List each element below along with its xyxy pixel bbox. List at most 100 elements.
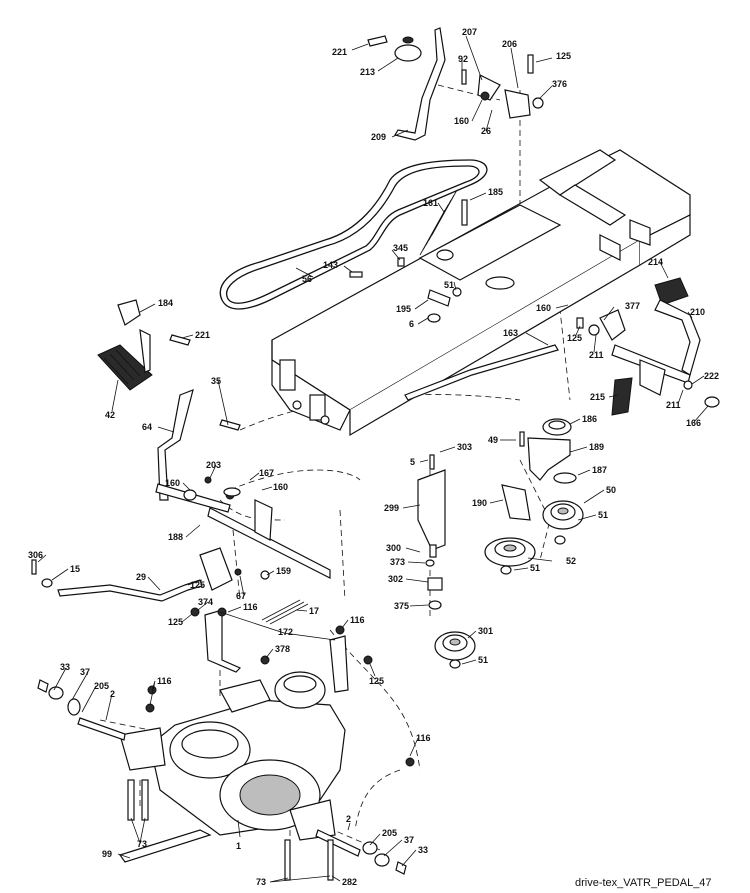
shift-lever-assembly xyxy=(367,27,544,141)
transaxle xyxy=(37,671,415,881)
label-222: 222 xyxy=(704,371,719,381)
label-17: 17 xyxy=(309,606,319,616)
label-376: 376 xyxy=(552,79,567,89)
label-125: 125 xyxy=(556,51,571,61)
label-374: 374 xyxy=(198,597,213,607)
label-52: 52 xyxy=(566,556,576,566)
label-184: 184 xyxy=(158,298,173,308)
label-99: 99 xyxy=(102,849,112,859)
label-211: 211 xyxy=(666,400,681,410)
label-125: 125 xyxy=(369,676,384,686)
label-33: 33 xyxy=(418,845,428,855)
label-15: 15 xyxy=(70,564,80,574)
tension-spring xyxy=(349,189,468,323)
label-190: 190 xyxy=(472,498,487,508)
label-143: 143 xyxy=(323,260,338,270)
label-375: 375 xyxy=(394,601,409,611)
label-206: 206 xyxy=(502,39,517,49)
label-26: 26 xyxy=(481,126,491,136)
label-51: 51 xyxy=(478,655,488,665)
left-pedal-assembly xyxy=(97,299,331,579)
label-205: 205 xyxy=(94,681,109,691)
label-125: 125 xyxy=(567,333,582,343)
label-213: 213 xyxy=(360,67,375,77)
label-51: 51 xyxy=(598,510,608,520)
label-42: 42 xyxy=(105,410,115,420)
label-207: 207 xyxy=(462,27,477,37)
label-33: 33 xyxy=(60,662,70,672)
label-35: 35 xyxy=(211,376,221,386)
label-187: 187 xyxy=(592,465,607,475)
label-345: 345 xyxy=(393,243,408,253)
label-37: 37 xyxy=(404,835,414,845)
chassis-frame xyxy=(271,149,691,437)
label-282: 282 xyxy=(342,877,357,887)
label-377: 377 xyxy=(625,301,640,311)
label-116: 116 xyxy=(416,733,431,743)
label-6: 6 xyxy=(409,319,414,329)
pulley-assembly xyxy=(417,418,584,669)
label-210: 210 xyxy=(690,307,705,317)
label-50: 50 xyxy=(606,485,616,495)
part-labels: 221 213 207 206 125 92 376 160 26 209 18… xyxy=(28,27,719,887)
label-116: 116 xyxy=(157,676,172,686)
label-2: 2 xyxy=(110,689,115,699)
label-300: 300 xyxy=(386,543,401,553)
label-159: 159 xyxy=(276,566,291,576)
label-116: 116 xyxy=(350,615,365,625)
label-373: 373 xyxy=(390,557,405,567)
label-73: 73 xyxy=(137,839,147,849)
label-211: 211 xyxy=(589,350,604,360)
label-29: 29 xyxy=(136,572,146,582)
label-186: 186 xyxy=(582,414,597,424)
label-189: 189 xyxy=(589,442,604,452)
label-125: 125 xyxy=(168,617,183,627)
label-215: 215 xyxy=(590,392,605,402)
label-51: 51 xyxy=(530,563,540,573)
label-209: 209 xyxy=(371,132,386,142)
label-221: 221 xyxy=(195,330,210,340)
control-rod xyxy=(404,344,559,401)
label-299: 299 xyxy=(384,503,399,513)
drive-belt xyxy=(219,159,488,310)
linkage-rod-29 xyxy=(31,547,309,625)
right-pedal-assembly xyxy=(576,277,720,416)
label-5: 5 xyxy=(410,457,415,467)
label-378: 378 xyxy=(275,644,290,654)
label-301: 301 xyxy=(478,626,493,636)
label-302: 302 xyxy=(388,574,403,584)
label-160: 160 xyxy=(454,116,469,126)
label-195: 195 xyxy=(396,304,411,314)
label-37: 37 xyxy=(80,667,90,677)
label-203: 203 xyxy=(206,460,221,470)
label-188: 188 xyxy=(168,532,183,542)
label-160: 160 xyxy=(165,478,180,488)
label-116: 116 xyxy=(243,602,258,612)
label-2: 2 xyxy=(346,814,351,824)
label-303: 303 xyxy=(457,442,472,452)
label-160: 160 xyxy=(273,482,288,492)
label-185: 185 xyxy=(488,187,503,197)
label-163: 163 xyxy=(503,328,518,338)
label-161: 161 xyxy=(423,198,438,208)
label-214: 214 xyxy=(648,257,663,267)
label-67: 67 xyxy=(236,591,246,601)
label-1: 1 xyxy=(236,841,241,851)
label-205: 205 xyxy=(382,828,397,838)
label-306: 306 xyxy=(28,550,43,560)
label-167: 167 xyxy=(259,468,274,478)
label-172: 172 xyxy=(278,627,293,637)
label-92: 92 xyxy=(458,54,468,64)
label-166: 166 xyxy=(686,418,701,428)
label-125: 125 xyxy=(190,580,205,590)
label-56: 56 xyxy=(302,274,312,284)
label-51: 51 xyxy=(444,280,454,290)
label-160: 160 xyxy=(536,303,551,313)
label-221: 221 xyxy=(332,47,347,57)
label-49: 49 xyxy=(488,435,498,445)
label-64: 64 xyxy=(142,422,152,432)
leader-lines xyxy=(37,35,709,883)
diagram-reference-code: drive-tex_VATR_PEDAL_47 xyxy=(575,877,712,889)
